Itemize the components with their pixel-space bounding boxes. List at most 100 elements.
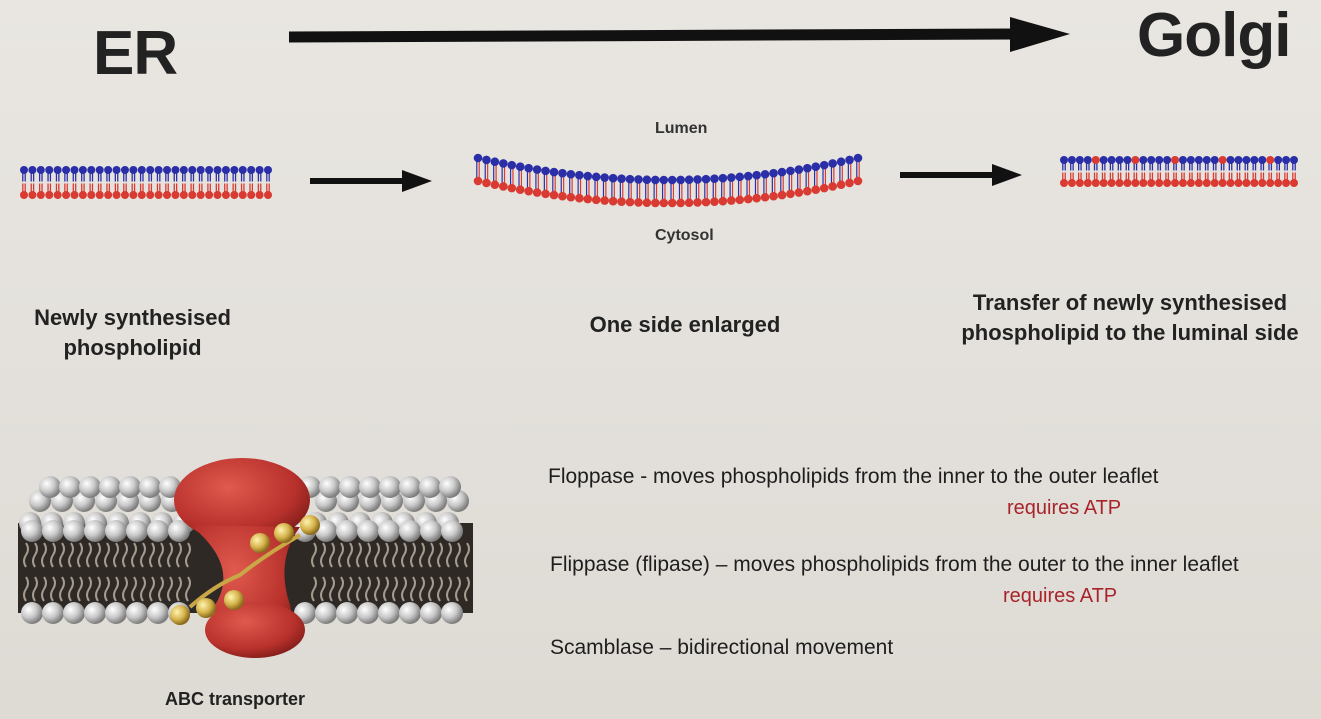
phospholipid <box>490 157 500 190</box>
phospholipid <box>482 155 491 188</box>
phospholipid <box>1171 156 1180 187</box>
phospholipid <box>718 173 728 206</box>
phospholipid <box>836 157 846 190</box>
phospholipid <box>1083 156 1092 187</box>
phospholipid <box>1202 156 1211 187</box>
phospholipid <box>828 159 837 191</box>
bilayer-golgi <box>1060 156 1298 187</box>
phospholipid <box>1250 156 1259 187</box>
phospholipid <box>1099 156 1108 187</box>
phospholipid <box>78 166 87 199</box>
phospholipid <box>575 170 584 203</box>
phospholipid <box>230 166 239 199</box>
abc-transporter-illustration <box>18 458 473 658</box>
bilayer-curved <box>473 153 863 208</box>
phospholipid <box>62 166 71 199</box>
phospholipid <box>87 166 96 199</box>
phospholipid <box>676 175 685 208</box>
phospholipid <box>1290 156 1298 187</box>
er-to-golgi-arrow <box>288 17 1070 52</box>
phospholipid <box>129 166 138 199</box>
stage2-caption: One side enlarged <box>589 312 781 337</box>
phospholipid <box>583 171 593 204</box>
phospholipid <box>1226 156 1235 187</box>
phospholipid <box>1123 156 1132 187</box>
phospholipid <box>642 175 652 208</box>
lumen-label: Lumen <box>655 120 708 137</box>
phospholipid <box>1067 156 1076 187</box>
phospholipid <box>1060 156 1068 187</box>
phospholipid <box>769 168 778 201</box>
phospholipid <box>154 166 163 199</box>
phospholipid <box>727 173 736 205</box>
phospholipid <box>1282 156 1291 187</box>
phospholipid <box>53 166 62 199</box>
phospholipid <box>205 166 214 199</box>
phospholipid <box>247 166 256 199</box>
phospholipid <box>196 166 205 199</box>
phospholipid <box>499 159 508 191</box>
er-label: ER <box>93 19 178 88</box>
phospholipid <box>794 165 804 197</box>
phospholipid <box>786 166 795 199</box>
phospholipid <box>188 166 197 199</box>
phospholipid <box>1091 156 1100 187</box>
phospholipid <box>137 166 146 199</box>
phospholipid <box>803 163 812 196</box>
phospholipid <box>515 162 525 194</box>
phospholipid <box>524 163 533 196</box>
phospholipid <box>28 166 37 199</box>
phospholipid <box>752 170 761 203</box>
phospholipid <box>70 166 79 199</box>
phospholipid <box>1274 156 1283 187</box>
phospholipid <box>221 166 230 199</box>
phospholipid <box>591 172 601 205</box>
flippase-text: Flippase (flipase) – moves phospholipids… <box>550 553 1239 576</box>
phospholipid <box>163 166 172 199</box>
phospholipid <box>95 166 104 199</box>
scramblase-text: Scamblase – bidirectional movement <box>550 636 894 659</box>
phospholipid <box>1139 156 1148 187</box>
phospholipid <box>693 175 702 207</box>
phospholipid <box>845 155 854 188</box>
phospholipid <box>853 153 863 186</box>
phospholipid <box>701 174 711 207</box>
phospholipid <box>473 153 483 186</box>
phospholipid <box>179 166 188 199</box>
phospholipid <box>634 175 643 207</box>
stage-arrow-2 <box>900 164 1022 186</box>
golgi-label: Golgi <box>1137 1 1291 70</box>
phospholipid <box>36 166 45 199</box>
phospholipid <box>1107 156 1116 187</box>
phospholipid <box>558 168 567 201</box>
phospholipid <box>1131 156 1140 187</box>
phospholipid <box>112 166 121 199</box>
phospholipid <box>1147 156 1156 187</box>
phospholipid <box>1163 156 1172 187</box>
transporter-caption: ABC transporter <box>165 689 306 709</box>
phospholipid <box>1115 156 1124 187</box>
phospholipid <box>1186 156 1195 187</box>
phospholipid <box>146 166 155 199</box>
phospholipid <box>1242 156 1251 187</box>
phospholipid <box>710 174 719 206</box>
phospholipid <box>1194 156 1203 187</box>
stage3-caption: Transfer of newly synthesised phospholip… <box>961 290 1299 345</box>
phospholipid <box>1258 156 1267 187</box>
phospholipid <box>264 166 272 199</box>
phospholipid <box>1266 156 1275 187</box>
phospholipid <box>684 175 694 208</box>
phospholipid <box>532 165 542 197</box>
phospholipid <box>255 166 264 199</box>
phospholipid <box>541 166 550 199</box>
flippase-atp-note: requires ATP <box>1003 585 1118 607</box>
floppase-text: Floppase - moves phospholipids from the … <box>548 465 1159 488</box>
phospholipid <box>777 167 787 200</box>
bilayer-flat <box>20 166 272 199</box>
phospholipid <box>1075 156 1084 187</box>
phospholipid <box>20 166 28 199</box>
phospholipid <box>120 166 129 199</box>
phospholipid <box>1210 156 1219 187</box>
transporter-protein <box>174 458 310 658</box>
phospholipid <box>617 174 626 206</box>
